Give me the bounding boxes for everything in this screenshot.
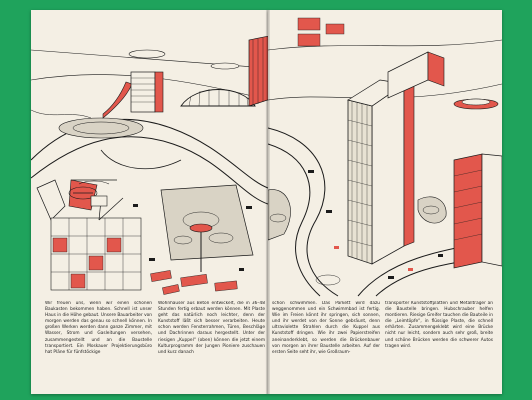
left-illustration — [31, 10, 268, 300]
booklet-fold — [266, 10, 270, 394]
left-page: Wir freuen uns, wenn wir einen schönen B… — [31, 10, 268, 394]
text-column-1: Wir freuen uns, wenn wir einen schönen B… — [45, 301, 152, 387]
right-page: schon schwimmen. Das Parkett wird dazu w… — [268, 10, 502, 394]
column-1-text: Wir freuen uns, wenn wir einen schönen B… — [45, 301, 152, 355]
text-column-3: schon schwimmen. Das Parkett wird dazu w… — [272, 301, 380, 387]
column-4-text: transporter Kunststoffplatten und Metall… — [385, 301, 493, 349]
column-2-text: Wohnhäuser aus Beton entwickelt, die in … — [158, 301, 265, 355]
text-column-4: transporter Kunststoffplatten und Metall… — [385, 301, 493, 387]
text-column-2: Wohnhäuser aus Beton entwickelt, die in … — [158, 301, 265, 387]
right-illustration — [268, 10, 502, 300]
column-3-text: schon schwimmen. Das Parkett wird dazu w… — [272, 301, 380, 355]
